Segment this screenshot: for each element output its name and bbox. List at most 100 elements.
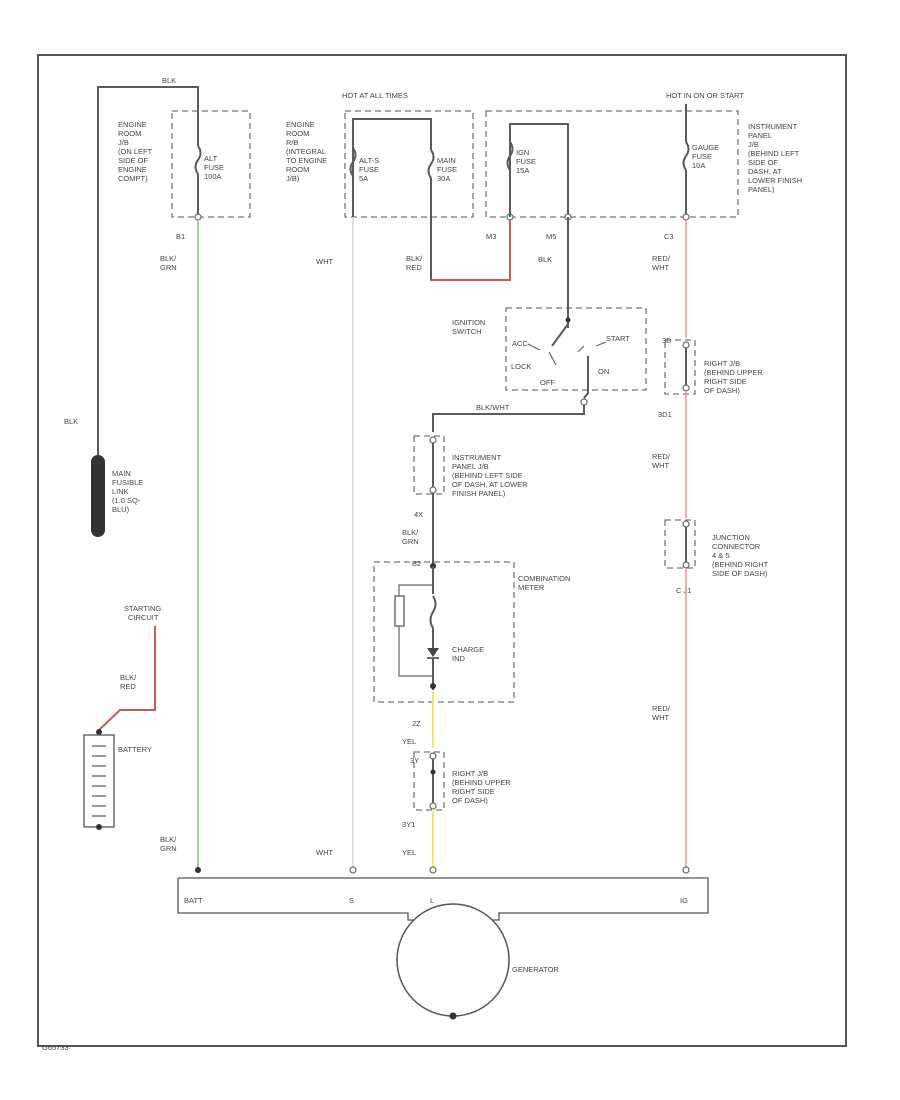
svg-text:30A: 30A	[437, 174, 450, 183]
svg-text:LINK: LINK	[112, 487, 129, 496]
right-jb-top-pin-a	[682, 341, 690, 349]
combination-meter-label: COMBINATION METER	[518, 574, 570, 592]
ign-fuse-label: IGN FUSE 15A	[516, 148, 536, 175]
svg-text:OF DASH, AT LOWER: OF DASH, AT LOWER	[452, 480, 528, 489]
engine-room-jb-box	[171, 110, 251, 218]
right-jb-top-conn-label: 3D	[662, 336, 672, 345]
red-wht-c3-label: RED/ WHT	[652, 254, 671, 272]
svg-text:RIGHT SIDE: RIGHT SIDE	[704, 377, 747, 386]
svg-text:FUSE: FUSE	[204, 163, 224, 172]
svg-text:(BEHIND RIGHT: (BEHIND RIGHT	[712, 560, 769, 569]
ig-terminal-dot	[682, 866, 690, 874]
engine-room-rb-label: ENGINE ROOM R/B (INTEGRAL TO ENGINE ROOM…	[286, 120, 327, 183]
svg-text:INSTRUMENT: INSTRUMENT	[452, 453, 502, 462]
battery-body	[83, 734, 115, 828]
ign-fuse-symbol	[506, 141, 514, 171]
hot-in-on-start-label: HOT IN ON OR START	[666, 91, 744, 100]
main-fuse-label: MAIN FUSE 30A	[437, 156, 457, 183]
starting-circuit-wire	[98, 626, 156, 731]
engine-room-rb-box	[344, 110, 474, 218]
svg-text:FINISH PANEL): FINISH PANEL)	[452, 489, 506, 498]
ip-jb-mid-top-pin	[429, 436, 437, 444]
gauge-fuse-label: GAUGE FUSE 10A	[692, 143, 719, 170]
m5-label: M5	[546, 232, 556, 241]
main-fuse-symbol	[427, 149, 435, 179]
svg-text:PANEL): PANEL)	[748, 185, 775, 194]
svg-text:RED: RED	[406, 263, 422, 272]
battery-cells	[92, 745, 106, 817]
cm-coil	[429, 595, 437, 629]
svg-text:COMPT): COMPT)	[118, 174, 148, 183]
l-terminal-dot	[429, 866, 437, 874]
generator-label: GENERATOR	[512, 965, 559, 974]
svg-text:MAIN: MAIN	[437, 156, 456, 165]
svg-text:GRN: GRN	[160, 263, 177, 272]
svg-text:TO ENGINE: TO ENGINE	[286, 156, 327, 165]
main-fusible-link-label: MAIN FUSIBLE LINK (1.0 SQ- BLU)	[112, 469, 143, 514]
generator-connector-block	[177, 877, 709, 921]
svg-text:JUNCTION: JUNCTION	[712, 533, 750, 542]
engine-room-jb-label: ENGINE ROOM J/B (ON LEFT SIDE OF ENGINE …	[118, 120, 153, 183]
svg-text:CHARGE: CHARGE	[452, 645, 484, 654]
svg-text:(BEHIND UPPER: (BEHIND UPPER	[452, 778, 511, 787]
svg-text:ALT-S: ALT-S	[359, 156, 379, 165]
wht-top-label: WHT	[316, 257, 333, 266]
ign-input-node	[565, 317, 571, 323]
main-fusible-link	[91, 455, 105, 537]
svg-text:INSTRUMENT: INSTRUMENT	[748, 122, 798, 131]
diagram-frame	[37, 54, 847, 1047]
junction-connector-box	[664, 519, 696, 569]
conn-4x-label: 4X	[414, 510, 423, 519]
gen-ig-terminal: IG	[680, 896, 688, 905]
charge-ind-label: CHARGE IND	[452, 645, 484, 663]
svg-text:SIDE OF: SIDE OF	[118, 156, 148, 165]
ign-switch-arm	[551, 323, 569, 347]
svg-text:ROOM: ROOM	[286, 165, 309, 174]
svg-text:ALT: ALT	[204, 154, 218, 163]
wht-bottom-label: WHT	[316, 848, 333, 857]
blk-left-label: BLK	[64, 417, 78, 426]
svg-text:BLK/: BLK/	[402, 528, 419, 537]
m3-red-wire	[431, 217, 511, 281]
right-jb-low-bottom-pin	[429, 802, 437, 810]
svg-text:RED/: RED/	[652, 704, 671, 713]
batt-terminal-dot	[195, 867, 201, 873]
ign-start-label: START	[606, 334, 630, 343]
svg-text:RIGHT SIDE: RIGHT SIDE	[452, 787, 495, 796]
instrument-panel-jb-mid-box	[413, 435, 445, 495]
blk-grn-top-label: BLK/ GRN	[160, 254, 177, 272]
ign-off-label: OFF	[540, 378, 555, 387]
right-jb-low-box	[413, 751, 445, 811]
battery-negative-terminal	[96, 824, 102, 830]
svg-text:4 & 5: 4 & 5	[712, 551, 730, 560]
alt-s-fuse-symbol	[349, 147, 357, 177]
svg-text:J/B: J/B	[118, 138, 129, 147]
gen-batt-terminal: BATT	[184, 896, 203, 905]
svg-text:100A: 100A	[204, 172, 222, 181]
instrument-panel-jb-top-label: INSTRUMENT PANEL J/B (BEHIND LEFT SIDE O…	[748, 122, 802, 194]
ign-lock-label: LOCK	[511, 362, 531, 371]
red-wht-low-label: RED/ WHT	[652, 704, 671, 722]
svg-text:FUSE: FUSE	[437, 165, 457, 174]
blk-wire-fusible-link-feed	[97, 86, 199, 455]
ign-on-contact	[577, 345, 585, 353]
blk-grn-mid-label: BLK/ GRN	[402, 528, 419, 546]
cm-pin-label: B2	[412, 559, 421, 568]
svg-text:WHT: WHT	[652, 461, 669, 470]
instrument-panel-jb-mid-label: INSTRUMENT PANEL J/B (BEHIND LEFT SIDE O…	[452, 453, 528, 498]
ign-on-output	[583, 356, 589, 399]
svg-text:METER: METER	[518, 583, 545, 592]
hot-at-all-times-label: HOT AT ALL TIMES	[342, 91, 408, 100]
ign-start-contact	[595, 341, 607, 347]
svg-text:SIDE OF DASH): SIDE OF DASH)	[712, 569, 768, 578]
svg-text:ENGINE: ENGINE	[118, 120, 147, 129]
alt-s-fuse-label: ALT-S FUSE 5A	[359, 156, 379, 183]
svg-text:ROOM: ROOM	[118, 129, 141, 138]
ign-acc-contact	[548, 351, 557, 366]
hot-bus-engine-rb	[352, 118, 432, 217]
svg-text:RED: RED	[120, 682, 136, 691]
svg-text:WHT: WHT	[652, 713, 669, 722]
svg-text:IND: IND	[452, 654, 466, 663]
generator-ground	[449, 1012, 457, 1020]
